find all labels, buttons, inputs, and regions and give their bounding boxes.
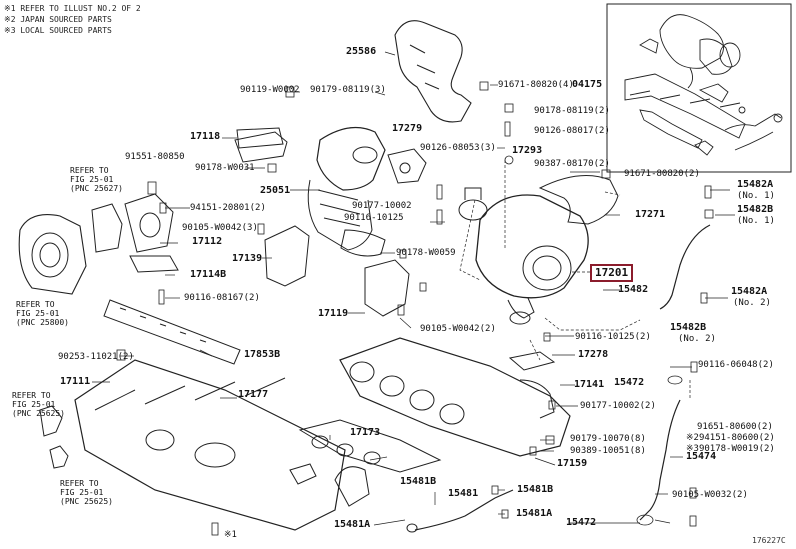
part-label-90105-w0032[interactable]: 90105-W0032(2) <box>672 490 748 500</box>
part-label-17177[interactable]: 17177 <box>238 389 269 400</box>
part-label-90178-w0059[interactable]: 90178-W0059 <box>396 248 456 258</box>
part-label-90105-w0042-3[interactable]: 90105-W0042(3) <box>182 223 258 233</box>
part-label-90389-10051[interactable]: 90389-10051(8) <box>570 446 646 456</box>
part-label-90179-10070[interactable]: 90179-10070(8) <box>570 434 646 444</box>
part-label-390178[interactable]: ※390178-W0019(2) <box>686 444 775 454</box>
part-label-15482b-n1[interactable]: (No. 1) <box>737 216 775 226</box>
part-label-17141[interactable]: 17141 <box>574 379 605 390</box>
highlighted-part-label[interactable]: 17201 <box>590 264 634 282</box>
part-label-17278[interactable]: 17278 <box>578 349 609 360</box>
part-label-91651-80600[interactable]: 91651-80600(2) <box>697 422 773 432</box>
header-note-2: ※2 JAPAN SOURCED PARTS <box>4 15 112 24</box>
part-label-90387-08170[interactable]: 90387-08170(2) <box>534 159 610 169</box>
part-label-94151-20801[interactable]: 94151-20801(2) <box>190 203 266 213</box>
part-label-15481a-r[interactable]: 15481A <box>516 508 553 519</box>
part-label-90253-11021[interactable]: 90253-11021(2) <box>58 352 134 362</box>
part-label-25586[interactable]: 25586 <box>346 46 377 57</box>
part-label-15482a[interactable]: 15482A <box>737 179 774 190</box>
part-label-15482[interactable]: 15482 <box>618 284 649 295</box>
part-label-ref-25800[interactable]: REFER TO FIG 25-01 (PNC 25800) <box>16 300 69 327</box>
part-label-90116-06048[interactable]: 90116-06048(2) <box>698 360 774 370</box>
part-label-15474[interactable]: 15474 <box>686 451 717 462</box>
part-label-17279[interactable]: 17279 <box>392 123 423 134</box>
part-label-15482b-n2[interactable]: (No. 2) <box>678 334 716 344</box>
part-label-15481a-l[interactable]: 15481A <box>334 519 371 530</box>
part-label-25051[interactable]: 25051 <box>260 185 291 196</box>
part-label-15481b-top[interactable]: 15481B <box>400 476 437 487</box>
part-label-91671-80820-4[interactable]: 91671-80820(4) <box>498 80 574 90</box>
part-label-91671-80820-2[interactable]: 91671-80820(2) <box>624 169 700 179</box>
part-label-15481b[interactable]: 15481B <box>517 484 554 495</box>
part-label-17173[interactable]: 17173 <box>350 427 381 438</box>
part-label-90126-08053[interactable]: 90126-08053(3) <box>420 143 496 153</box>
part-label-90177-10002-top[interactable]: 90177-10002 <box>352 201 412 211</box>
part-label-15482a-2[interactable]: 15482A <box>731 286 768 297</box>
part-label-15482b-2[interactable]: 15482B <box>670 322 707 333</box>
part-label-04175[interactable]: 04175 <box>572 79 603 90</box>
part-label-17119[interactable]: 17119 <box>318 308 349 319</box>
part-label-ref-25627[interactable]: REFER TO FIG 25-01 (PNC 25627) <box>70 166 123 193</box>
part-label-15481[interactable]: 15481 <box>448 488 479 499</box>
part-label-17114b[interactable]: 17114B <box>190 269 227 280</box>
part-label-90179-08119[interactable]: 90179-08119(3) <box>310 85 386 95</box>
part-label-15482a-n1[interactable]: (No. 1) <box>737 191 775 201</box>
part-label-17159[interactable]: 17159 <box>557 458 588 469</box>
inset-turbo-illustration <box>624 14 783 156</box>
part-label-90116-08167[interactable]: 90116-08167(2) <box>184 293 260 303</box>
part-label-15472-top[interactable]: 15472 <box>614 377 645 388</box>
part-label-90177-10002-2[interactable]: 90177-10002(2) <box>580 401 656 411</box>
part-label-91551-80850[interactable]: 91551-80850 <box>125 152 185 162</box>
part-label-ref-25625-b[interactable]: REFER TO FIG 25-01 (PNC 25625) <box>60 479 113 506</box>
part-label-17139[interactable]: 17139 <box>232 253 263 264</box>
part-label-17853b[interactable]: 17853B <box>244 349 281 360</box>
part-label-ref-25625-a[interactable]: REFER TO FIG 25-01 (PNC 25625) <box>12 391 65 418</box>
illustration-id: 176227C <box>752 536 786 545</box>
header-note-1: ※1 REFER TO ILLUST NO.2 OF 2 <box>4 4 141 13</box>
part-label-90116-10125-2[interactable]: 90116-10125(2) <box>575 332 651 342</box>
part-label-90119-w0002[interactable]: 90119-W0002 <box>240 85 300 95</box>
part-label-90126-08017[interactable]: 90126-08017(2) <box>534 126 610 136</box>
part-label-15482a-n2[interactable]: (No. 2) <box>733 298 771 308</box>
part-label-90105-w0042-2[interactable]: 90105-W0042(2) <box>420 324 496 334</box>
part-label-90178-w0031[interactable]: 90178-W0031 <box>195 163 255 173</box>
part-label-15472-bot[interactable]: 15472 <box>566 517 597 528</box>
header-note-3: ※3 LOCAL SOURCED PARTS <box>4 26 112 35</box>
part-label-17293[interactable]: 17293 <box>512 145 543 156</box>
part-label-17111[interactable]: 17111 <box>60 376 91 387</box>
part-label-17118[interactable]: 17118 <box>190 131 221 142</box>
part-label-17271[interactable]: 17271 <box>635 209 666 220</box>
part-label-90178-08119[interactable]: 90178-08119(2) <box>534 106 610 116</box>
part-label-15482b[interactable]: 15482B <box>737 204 774 215</box>
part-label-90116-10125[interactable]: 90116-10125 <box>344 213 404 223</box>
inset-frame <box>606 3 792 173</box>
part-label-note-1[interactable]: ※1 <box>224 530 237 540</box>
part-label-17112[interactable]: 17112 <box>192 236 223 247</box>
part-label-294151[interactable]: ※294151-80600(2) <box>686 433 775 443</box>
